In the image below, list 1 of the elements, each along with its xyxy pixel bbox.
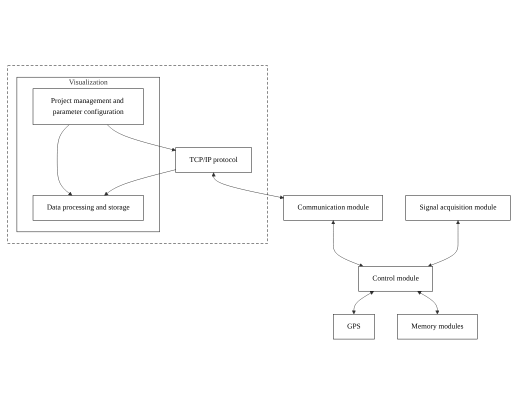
cluster: [7, 65, 268, 244]
